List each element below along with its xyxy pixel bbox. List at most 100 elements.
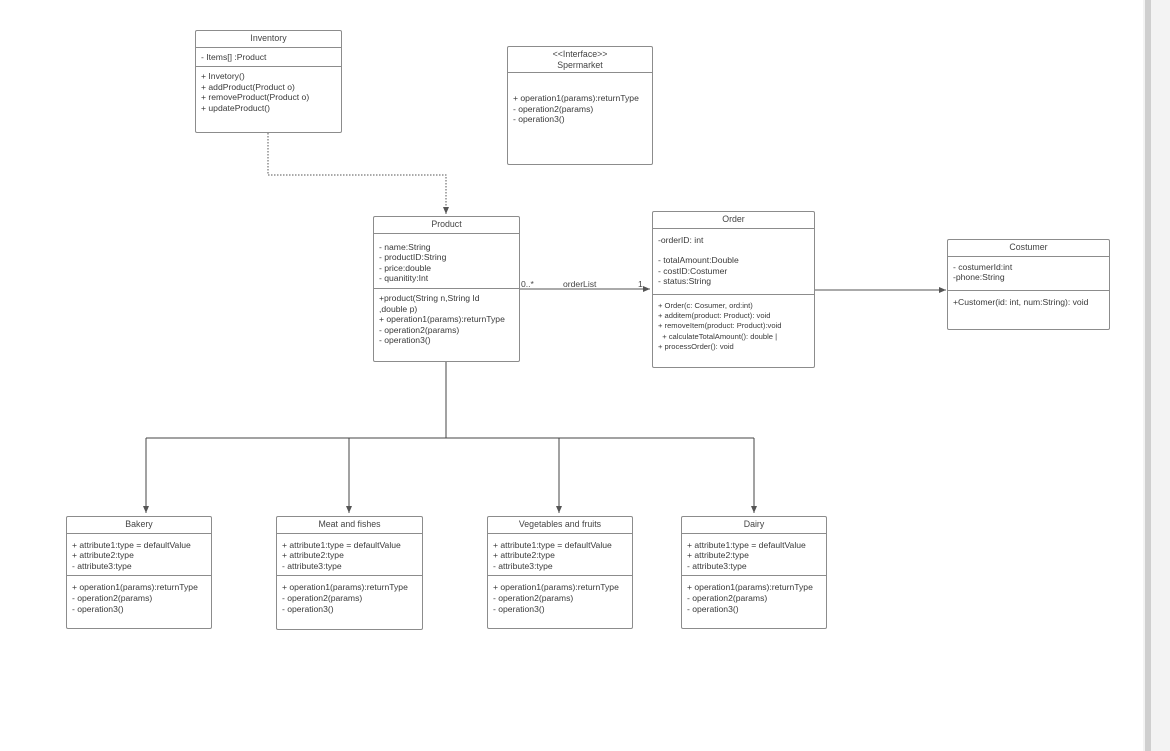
attribute: - Items[] :Product: [201, 51, 267, 62]
vertical-scrollbar[interactable]: [1143, 0, 1170, 751]
operation: - operation3(): [513, 114, 565, 125]
operations-section: + operation1(params):returnType - operat…: [682, 575, 826, 618]
operation: - operation3(): [687, 603, 739, 614]
operations-section: + Order(c: Cosumer, ord:int) + additem(p…: [653, 293, 814, 356]
class-name: Order: [653, 212, 814, 229]
operations-section: +Customer(id: int, num:String): void: [948, 289, 1109, 312]
attributes-section: -orderID: int - totalAmount:Double - cos…: [653, 229, 814, 294]
operation: - operation2(params): [379, 324, 460, 335]
attribute: - price:double: [379, 262, 432, 273]
class-order[interactable]: Order -orderID: int - totalAmount:Double…: [652, 211, 815, 368]
class-name: Costumer: [948, 240, 1109, 257]
attribute: - status:String: [658, 276, 712, 287]
attribute: + attribute2:type: [282, 550, 344, 561]
attribute: - productID:String: [379, 252, 447, 263]
attribute: - costumerId:int: [953, 261, 1013, 272]
attribute: -orderID: int: [658, 234, 704, 245]
operation: + operation1(params):returnType: [72, 582, 198, 593]
operations-section: + operation1(params):returnType - operat…: [488, 575, 632, 618]
attribute: - totalAmount:Double: [658, 255, 739, 266]
operation: + operation1(params):returnType: [493, 582, 619, 593]
diagram-canvas[interactable]: Inventory - Items[] :Product + Invetory(…: [0, 0, 1143, 751]
attributes-section: - Items[] :Product: [196, 48, 341, 67]
attribute: + attribute2:type: [687, 550, 749, 561]
attributes-section: + attribute1:type = defaultValue + attri…: [682, 534, 826, 576]
source-multiplicity: 0..*: [521, 279, 534, 289]
stereotype: <<Interface>>: [552, 49, 608, 59]
operation: - operation3(): [379, 335, 431, 346]
attribute: - attribute3:type: [282, 560, 342, 571]
attribute: - quanitity:Int: [379, 273, 429, 284]
operation: - operation2(params): [513, 103, 594, 114]
attributes-section: - costumerId:int -phone:String: [948, 257, 1109, 290]
class-name: Bakery: [67, 517, 211, 534]
inventory-product-dependency[interactable]: [267, 133, 449, 214]
operation: + addProduct(Product o): [201, 81, 295, 92]
operation: + operation1(params):returnType: [379, 314, 505, 325]
attribute: + attribute1:type = defaultValue: [282, 539, 401, 550]
attribute: + attribute1:type = defaultValue: [72, 539, 191, 550]
interface-supermarket[interactable]: <<Interface>> Spermarket + operation1(pa…: [507, 46, 653, 165]
operation: - operation2(params): [72, 592, 153, 603]
product-generalization[interactable]: [143, 362, 757, 513]
target-multiplicity: 1: [638, 279, 643, 289]
attribute: + attribute1:type = defaultValue: [493, 539, 612, 550]
operations-section: +product(String n,String Id ,double p) +…: [374, 287, 519, 350]
operation: + additem(product: Product): void: [658, 311, 771, 321]
class-name: Product: [374, 217, 519, 234]
operation: + operation1(params):returnType: [282, 582, 408, 593]
connectors-layer: [143, 133, 946, 513]
operations-section: + operation1(params):returnType - operat…: [508, 93, 652, 129]
operation: +Customer(id: int, num:String): void: [953, 296, 1089, 307]
class-name: Meat and fishes: [277, 517, 422, 534]
attribute: - attribute3:type: [72, 560, 132, 571]
operation: + updateProduct(): [201, 102, 271, 113]
class-dairy[interactable]: Dairy + attribute1:type = defaultValue +…: [681, 516, 827, 629]
attributes-section: [508, 73, 652, 93]
operations-section: + operation1(params):returnType - operat…: [67, 575, 211, 618]
operation: +product(String n,String Id: [379, 292, 480, 303]
scrollbar-track[interactable]: [1145, 0, 1151, 751]
operation: - operation2(params): [493, 592, 574, 603]
class-inventory[interactable]: Inventory - Items[] :Product + Invetory(…: [195, 30, 342, 133]
class-header: <<Interface>> Spermarket: [508, 47, 652, 74]
attribute-spacer: [658, 245, 809, 255]
class-meat-and-fishes[interactable]: Meat and fishes + attribute1:type = defa…: [276, 516, 423, 630]
attribute: - costID:Costumer: [658, 265, 728, 276]
operation: - operation3(): [282, 603, 334, 614]
operation: + calculateTotalAmount(): double |: [658, 331, 778, 341]
attribute: - attribute3:type: [687, 560, 747, 571]
attribute: + attribute2:type: [493, 550, 555, 561]
operation: + Invetory(): [201, 71, 245, 82]
operation: + processOrder(): void: [658, 341, 734, 351]
operation: + removeProduct(Product o): [201, 92, 310, 103]
attributes-section: + attribute1:type = defaultValue + attri…: [488, 534, 632, 576]
class-name: Dairy: [682, 517, 826, 534]
class-name: Inventory: [196, 31, 341, 48]
operation: - operation2(params): [687, 592, 768, 603]
attribute: + attribute2:type: [72, 550, 134, 561]
operation: ,double p): [379, 303, 418, 314]
operation: - operation2(params): [282, 592, 363, 603]
attribute: - name:String: [379, 241, 431, 252]
attribute: -phone:String: [953, 272, 1005, 283]
attribute: - attribute3:type: [493, 560, 553, 571]
class-bakery[interactable]: Bakery + attribute1:type = defaultValue …: [66, 516, 212, 629]
operation: + removeItem(product: Product):void: [658, 321, 782, 331]
attribute: + attribute1:type = defaultValue: [687, 539, 806, 550]
class-name: Vegetables and fruits: [488, 517, 632, 534]
attributes-section: + attribute1:type = defaultValue + attri…: [67, 534, 211, 576]
attributes-section: + attribute1:type = defaultValue + attri…: [277, 534, 422, 576]
class-vegetables-and-fruits[interactable]: Vegetables and fruits + attribute1:type …: [487, 516, 633, 629]
operation: + operation1(params):returnType: [687, 582, 813, 593]
class-name: Spermarket: [557, 59, 603, 70]
operation: + Order(c: Cosumer, ord:int): [658, 300, 753, 310]
operations-section: + operation1(params):returnType - operat…: [277, 575, 422, 618]
class-costumer[interactable]: Costumer - costumerId:int -phone:String …: [947, 239, 1110, 330]
association-role: orderList: [563, 279, 597, 289]
operation: - operation3(): [493, 603, 545, 614]
operation: + operation1(params):returnType: [513, 93, 639, 104]
operations-section: + Invetory() + addProduct(Product o) + r…: [196, 66, 341, 117]
class-product[interactable]: Product - name:String - productID:String…: [373, 216, 520, 362]
operation: - operation3(): [72, 603, 124, 614]
